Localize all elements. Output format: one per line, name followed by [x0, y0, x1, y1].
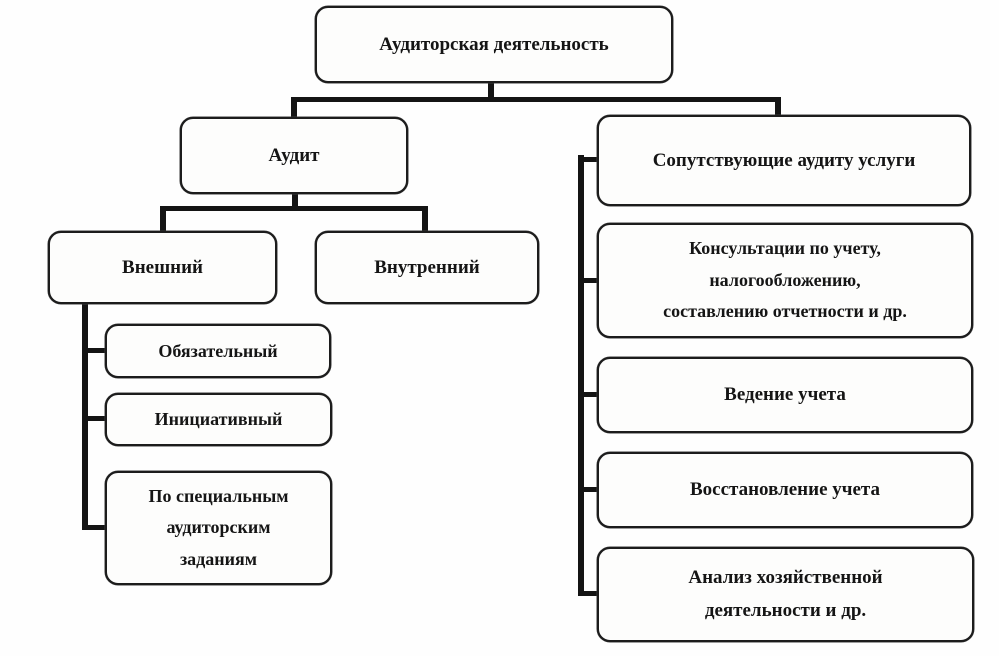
connector-related-spine [578, 155, 584, 596]
connector-stub-bookkeeping [578, 392, 599, 397]
connector-audit-top-drop [291, 97, 297, 120]
diagram-node-bookkeeping: Ведение учета [597, 357, 973, 433]
connector-internal-drop [422, 206, 428, 234]
node-label: По специальным аудиторским заданиям [148, 485, 289, 569]
node-label: Аудит [268, 144, 320, 166]
diagram-node-special-audit-tasks: По специальным аудиторским заданиям [105, 471, 332, 585]
node-label: Внешний [122, 256, 203, 278]
connector-stub-restoration [578, 487, 599, 492]
connector-stub-special [82, 525, 107, 530]
node-label: Инициативный [154, 409, 283, 430]
node-label: Внутренний [374, 256, 480, 278]
connector-top-horizontal [291, 97, 781, 102]
node-label: Ведение учета [724, 384, 846, 406]
connector-stub-related [578, 157, 599, 162]
node-label: Сопутствующие аудиту услуги [652, 149, 916, 171]
connector-related-top-drop [775, 97, 781, 118]
node-label: Обязательный [158, 340, 278, 361]
connector-audit-horizontal [160, 206, 428, 211]
node-label: Восстановление учета [690, 479, 880, 501]
diagram-node-external-audit: Внешний [48, 231, 277, 304]
connector-stub-analysis [578, 591, 599, 596]
node-label: Анализ хозяйственной деятельности и др. [688, 567, 883, 621]
connector-stub-mandatory [82, 348, 107, 353]
diagram-node-audit: Аудит [180, 117, 408, 194]
diagram-node-initiative-audit: Инициативный [105, 393, 332, 446]
connector-external-spine [82, 301, 88, 530]
connector-root-drop [488, 80, 494, 100]
node-label: Консультации по учету, налогообложению, … [663, 238, 907, 322]
diagram-node-business-analysis: Анализ хозяйственной деятельности и др. [597, 547, 974, 642]
diagram-node-internal-audit: Внутренний [315, 231, 539, 304]
connector-stub-initiative [82, 416, 107, 421]
diagram-node-consulting: Консультации по учету, налогообложению, … [597, 223, 973, 338]
diagram-node-related-services: Сопутствующие аудиту услуги [597, 115, 971, 206]
connector-external-drop [160, 206, 166, 234]
connector-audit-bottom-drop [292, 192, 298, 209]
diagram-node-accounting-restoration: Восстановление учета [597, 452, 973, 528]
diagram-node-mandatory-audit: Обязательный [105, 324, 331, 378]
connector-stub-consulting [578, 278, 599, 283]
diagram-node-audit-activity: Аудиторская деятельность [315, 6, 673, 83]
node-label: Аудиторская деятельность [379, 33, 609, 55]
